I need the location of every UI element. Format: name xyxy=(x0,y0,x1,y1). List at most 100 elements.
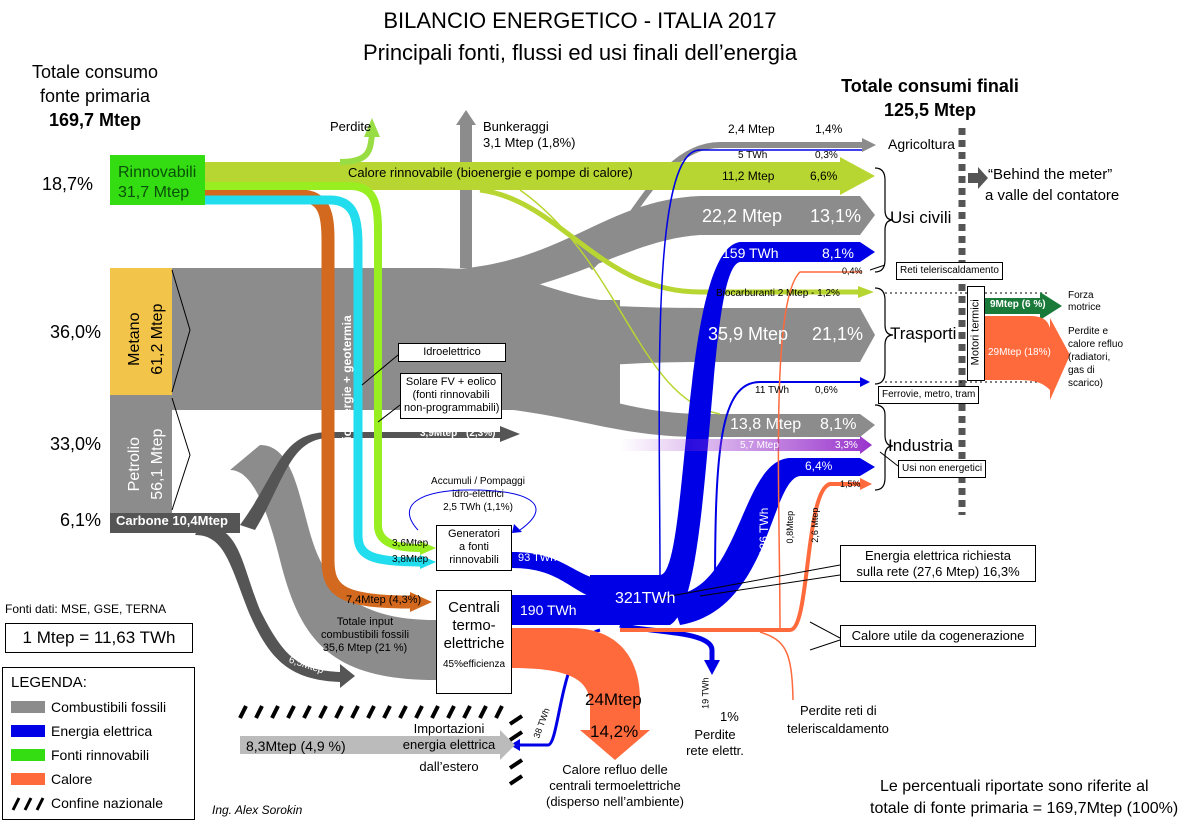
legend-swatch-electric xyxy=(11,725,45,737)
industry-pct: 8,1% xyxy=(820,416,857,433)
oil-name: Petrolio xyxy=(125,437,143,492)
methane-brace xyxy=(171,269,191,393)
non-energy-flow xyxy=(620,436,872,454)
combustion-engines-label: Motori termici xyxy=(969,299,982,366)
dh-loss-flow xyxy=(759,631,794,701)
motor-force-1: Forza xyxy=(1068,290,1094,301)
bioenergy-label: Bioenergie + geotermia xyxy=(340,315,355,449)
biofuel-label: Biocarburanti 2 Mtep - 1,2% xyxy=(716,288,840,299)
rail-twh: 11 TWh xyxy=(755,385,790,396)
motor-loss-5: scarico) xyxy=(1068,378,1104,389)
transport-brace xyxy=(874,287,894,385)
renewable-heat-label: Calore rinnovabile (bioenergie e pompe d… xyxy=(348,165,633,180)
civil-twh-pct: 8,1% xyxy=(822,245,854,261)
civil-twh: 159 TWh xyxy=(722,245,779,261)
dh-loss-line2: teleriscaldamento xyxy=(787,721,889,736)
diagram-title-line1: BILANCIO ENERGETICO - ITALIA 2017 xyxy=(383,8,777,33)
hydro-flow xyxy=(205,182,421,552)
pumped-storage-loop xyxy=(408,489,537,531)
motor-loss-3: (radiatori, xyxy=(1068,352,1111,363)
waste-heat-line1: Calore refluo delle xyxy=(562,762,668,777)
oil-value: 56,1 Mtep xyxy=(148,428,166,500)
import-value: 8,3Mtep (4,9 %) xyxy=(246,738,346,754)
cogen-heat-box: Calore utile da cogenerazione xyxy=(840,625,1036,647)
coal-to-industry-flow xyxy=(240,426,520,530)
final-total-label: Totale consumi finali xyxy=(841,76,1019,96)
rail-label: Ferrovie, metro, tram xyxy=(882,389,976,400)
legend-swatch-border xyxy=(11,797,45,811)
oil-brace xyxy=(171,397,191,511)
note-line1: Le percentuali riportate sono riferite a… xyxy=(880,778,1149,795)
import-line3: dall’estero xyxy=(419,759,479,774)
grid-request-line1: Energia elettrica richiesta xyxy=(865,548,1011,563)
grid-hub xyxy=(590,575,670,625)
thermo-efficiency: 45%efficienza xyxy=(442,659,506,670)
renewables-block xyxy=(110,155,205,205)
storage-line1: Accumuli / Pompaggi xyxy=(431,476,525,487)
thermo-line2: termo- xyxy=(452,617,496,634)
grid-to-rail-flow xyxy=(714,381,862,591)
transport-label: Trasporti xyxy=(890,324,957,343)
legend-label-border: Confine nazionale xyxy=(51,795,164,811)
non-energy-box: Usi non energetici xyxy=(898,460,987,478)
methane-name: Metano xyxy=(125,312,143,366)
legend-box: LEGENDA: Combustibili fossili Energia el… xyxy=(2,667,195,820)
thermo-line3: elettriche xyxy=(443,635,505,652)
author-credit: Ing. Alex Sorokin xyxy=(212,803,303,817)
waste-heat-line3: (disperso nell’ambiente) xyxy=(545,794,684,809)
hydro-pointer xyxy=(361,354,399,386)
grid-loss-flow xyxy=(619,622,715,660)
district-heating-label: Reti teleriscaldamento xyxy=(900,265,999,276)
motor-force-flow xyxy=(985,292,1062,320)
cogen-pointer-b xyxy=(809,639,841,651)
storage-line2: idro-elettrici xyxy=(452,489,504,500)
grid-loss-pct: 1% xyxy=(720,709,739,724)
rail-arrowhead xyxy=(860,377,870,387)
coal-industry-mtep: 3,9Mtep xyxy=(420,428,458,439)
conversion-box: 1 Mtep = 11,63 TWh xyxy=(5,623,193,654)
motor-loss-value: 29Mtep (18%) xyxy=(988,347,1051,358)
fossil-to-industry-flow xyxy=(430,372,875,437)
request-pointer-b xyxy=(699,574,841,597)
oil-block xyxy=(110,395,172,515)
solar-arrowhead xyxy=(420,555,436,569)
waste-heat-pct: 14,2% xyxy=(590,722,639,741)
grid-loss-line1: Perdite xyxy=(694,727,736,742)
grid-request-box: Energia elettrica richiesta sulla rete (… xyxy=(840,545,1036,583)
solar-line1: Solare FV + eolico xyxy=(405,376,497,388)
renewable-loss-flow xyxy=(339,134,375,165)
thermo-plant-box: Centrali termo- elettriche 45%efficienza xyxy=(436,590,512,694)
primary-total-value: 169,7 Mtep xyxy=(48,110,142,130)
renewables-pct: 18,7% xyxy=(42,174,94,194)
renewable-generators-box: Generatori a fonti rinnovabili xyxy=(436,525,512,571)
industry-label: Industria xyxy=(888,436,954,455)
renewable-heat-flow xyxy=(205,157,875,195)
cogen-heat-industry xyxy=(620,482,862,632)
agriculture-label: Agricoltura xyxy=(888,136,955,152)
grid-request-line2: sulla rete (27,6 Mtep) 16,3% xyxy=(856,563,1020,579)
loss-label: Perdite xyxy=(330,119,372,134)
rail-pct: 0,6% xyxy=(815,385,838,396)
bunker-label: Bunkeraggi xyxy=(483,119,549,134)
grid-to-industry-flow xyxy=(670,458,875,625)
civil-dh-pct: 0,4% xyxy=(842,266,863,276)
cogen-08: 0,8Mtep xyxy=(784,510,795,544)
biofuel-flow xyxy=(479,187,860,295)
import-line1: Importazioni xyxy=(413,721,485,736)
import-grey-bar xyxy=(240,730,515,760)
thermo-waste-heat-flow xyxy=(512,628,650,760)
industry-el-pct: 6,4% xyxy=(805,459,833,473)
grid-loss-twh: 19 TWh xyxy=(700,677,711,709)
storage-line3: 2,5 TWh (1,1%) xyxy=(443,502,513,513)
oil-pct: 33,0% xyxy=(50,434,102,454)
fossil-input-line1: Totale input xyxy=(336,616,394,628)
bioenergy-mtep: 7,4Mtep (4,3%) xyxy=(346,594,422,606)
motor-loss-2: calore refluo xyxy=(1068,339,1124,350)
cogen-heat-civil xyxy=(777,271,862,631)
cogen-arrowhead xyxy=(860,478,872,490)
legend-swatch-renewable xyxy=(11,749,45,761)
combustion-engines-box xyxy=(967,286,985,381)
industry-twh: 126 TWh xyxy=(757,507,772,557)
legend-swatch-fossil xyxy=(11,701,45,713)
hydro-mtep: 3,6Mtep xyxy=(392,538,429,549)
